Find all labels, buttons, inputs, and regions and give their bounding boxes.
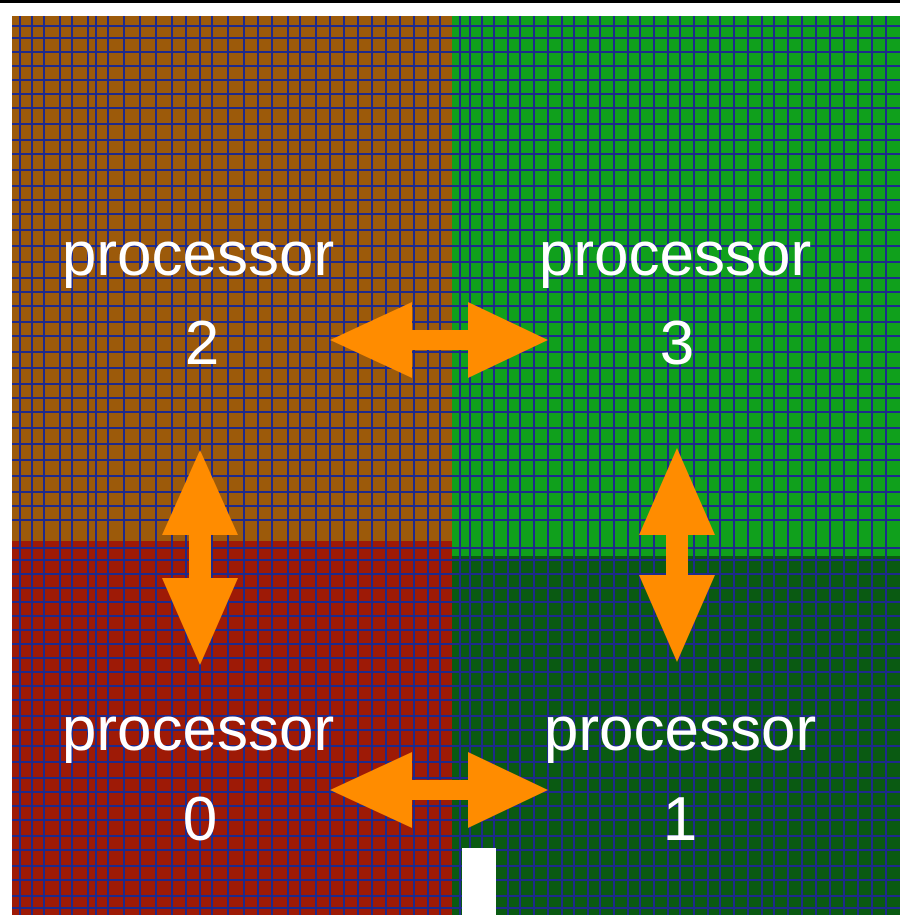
communication-arrows — [162, 302, 715, 828]
region-processor-0 — [12, 541, 452, 915]
frame-top-border — [0, 0, 900, 3]
processor-0-number: 0 — [183, 785, 217, 854]
processor-1-number: 1 — [663, 785, 697, 854]
arrow-0-1 — [330, 752, 548, 828]
processor-3-number: 3 — [660, 309, 694, 378]
processor-1-label: processor 1 — [544, 695, 816, 854]
processor-0-title: processor — [62, 695, 334, 764]
processor-1-title: processor — [544, 695, 816, 764]
processor-2-title: processor — [62, 220, 334, 289]
processor-3-label: processor 3 — [539, 220, 811, 378]
arrow-3-1 — [639, 448, 715, 662]
processor-0-label: processor 0 — [62, 695, 334, 854]
processor-2-number: 2 — [185, 309, 219, 378]
arrow-2-0 — [162, 450, 238, 665]
processor-2-label: processor 2 — [62, 220, 334, 378]
arrow-2-3 — [330, 302, 548, 378]
boundary-notch — [462, 848, 496, 915]
processor-3-title: processor — [539, 220, 811, 289]
